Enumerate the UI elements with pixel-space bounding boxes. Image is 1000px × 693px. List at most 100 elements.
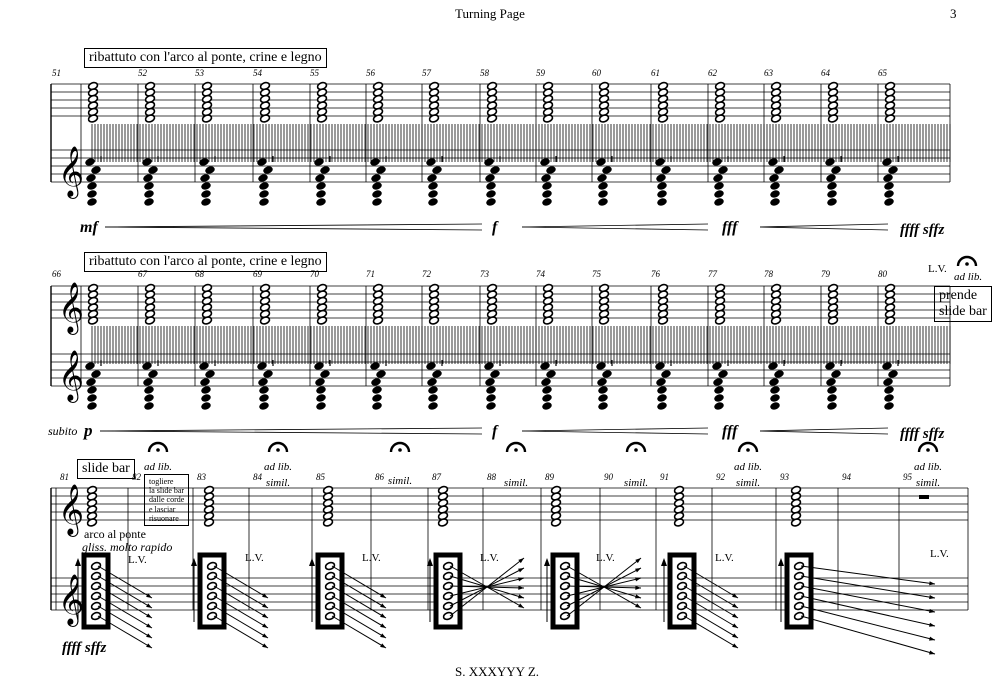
gliss-arrow — [97, 565, 153, 599]
chord-note — [597, 378, 607, 386]
bar-number: 81 — [60, 472, 69, 482]
gliss-arrow — [800, 595, 936, 627]
chord-note — [661, 166, 671, 174]
chord-note — [201, 394, 211, 402]
slide-note — [442, 571, 454, 581]
chord-note — [598, 198, 608, 206]
fermata-dot — [634, 448, 638, 452]
chord-note — [200, 174, 210, 182]
chord-note — [546, 370, 556, 378]
chord-note — [882, 158, 892, 166]
fermata-dot — [398, 448, 402, 452]
chord-note — [661, 370, 671, 378]
slide-note — [324, 611, 336, 621]
bar-number: 72 — [422, 269, 432, 279]
chord-note — [486, 190, 496, 198]
chord-note — [437, 518, 449, 527]
arrow-head-icon — [146, 613, 152, 618]
gliss-arrow — [213, 615, 269, 649]
chord-note — [540, 362, 550, 370]
chord-note — [432, 166, 442, 174]
chord-note — [316, 182, 326, 190]
chord-note — [259, 386, 269, 394]
chord-note — [86, 174, 96, 182]
chord-note — [144, 386, 154, 394]
chord-note — [888, 166, 898, 174]
slide-note — [90, 611, 102, 621]
chord-note — [201, 190, 211, 198]
fermata-icon — [956, 255, 978, 267]
cresc-hairpin — [99, 427, 483, 432]
arrow-head-icon — [427, 558, 433, 566]
treble-clef-icon: 𝄞 — [58, 147, 84, 199]
chord-note — [426, 158, 436, 166]
chord-note — [372, 114, 384, 123]
prende-box: prende slide bar — [934, 286, 992, 323]
chord-note — [827, 198, 837, 206]
simil-mark: simil. — [916, 477, 940, 489]
slide-bar-box: slide bar — [77, 459, 135, 480]
slide-bar-icon — [315, 552, 345, 630]
chord-note — [884, 198, 894, 206]
chord-note — [376, 166, 386, 174]
note-line-2: la slide bar — [149, 486, 185, 496]
bar-number: 92 — [716, 472, 726, 482]
bar-number: 54 — [253, 68, 263, 78]
fermata-icon — [917, 441, 939, 453]
chord-note — [540, 158, 550, 166]
chord-note — [768, 362, 778, 370]
arrow-head-icon — [380, 633, 386, 638]
gliss-arrow — [213, 585, 269, 619]
chord-note — [201, 182, 211, 190]
chord-note — [86, 378, 96, 386]
slide-note — [442, 591, 454, 601]
slide-note — [793, 611, 805, 621]
chord-note — [542, 316, 554, 325]
chord-note — [316, 316, 328, 325]
slide-note — [324, 561, 336, 571]
slide-note — [793, 561, 805, 571]
chord-note — [770, 386, 780, 394]
chord-note — [372, 182, 382, 190]
chord-note — [550, 518, 562, 527]
bar-number: 55 — [310, 68, 320, 78]
arrow-head-icon — [146, 633, 152, 638]
bar-number: 80 — [878, 269, 888, 279]
slide-note — [793, 571, 805, 581]
arrow-head-icon — [929, 650, 935, 655]
chord-note — [713, 378, 723, 386]
chord-note — [486, 316, 498, 325]
chord-note — [712, 362, 722, 370]
gliss-arrow — [683, 605, 739, 639]
chord-note — [142, 158, 152, 166]
bar-number: 86 — [375, 472, 385, 482]
chord-note — [542, 198, 552, 206]
chord-note — [87, 402, 97, 410]
arrow-head-icon — [380, 603, 386, 608]
chord-note — [542, 386, 552, 394]
chord-note — [597, 174, 607, 182]
chord-note — [770, 402, 780, 410]
chord-note — [314, 158, 324, 166]
chord-note — [827, 114, 839, 123]
chord-note — [87, 190, 97, 198]
chord-note — [85, 362, 95, 370]
arrow-head-icon — [518, 577, 524, 582]
chord-note — [257, 158, 267, 166]
chord-note — [263, 166, 273, 174]
bar-number: 62 — [708, 68, 718, 78]
chord-note — [428, 182, 438, 190]
slide-note — [324, 601, 336, 611]
dynamic-word: subito — [48, 424, 77, 438]
bar-number: 51 — [52, 68, 61, 78]
chord-note — [427, 174, 437, 182]
chord-note — [657, 114, 669, 123]
lv-mark: L.V. — [930, 548, 949, 560]
cresc-hairpin — [759, 427, 889, 432]
fermata-icon — [147, 441, 169, 453]
chord-note — [199, 362, 209, 370]
chord-note — [883, 378, 893, 386]
technique-box-2: ribattuto con l'arco al ponte, crine e l… — [84, 252, 327, 273]
chord-note — [428, 394, 438, 402]
chord-note — [714, 182, 724, 190]
